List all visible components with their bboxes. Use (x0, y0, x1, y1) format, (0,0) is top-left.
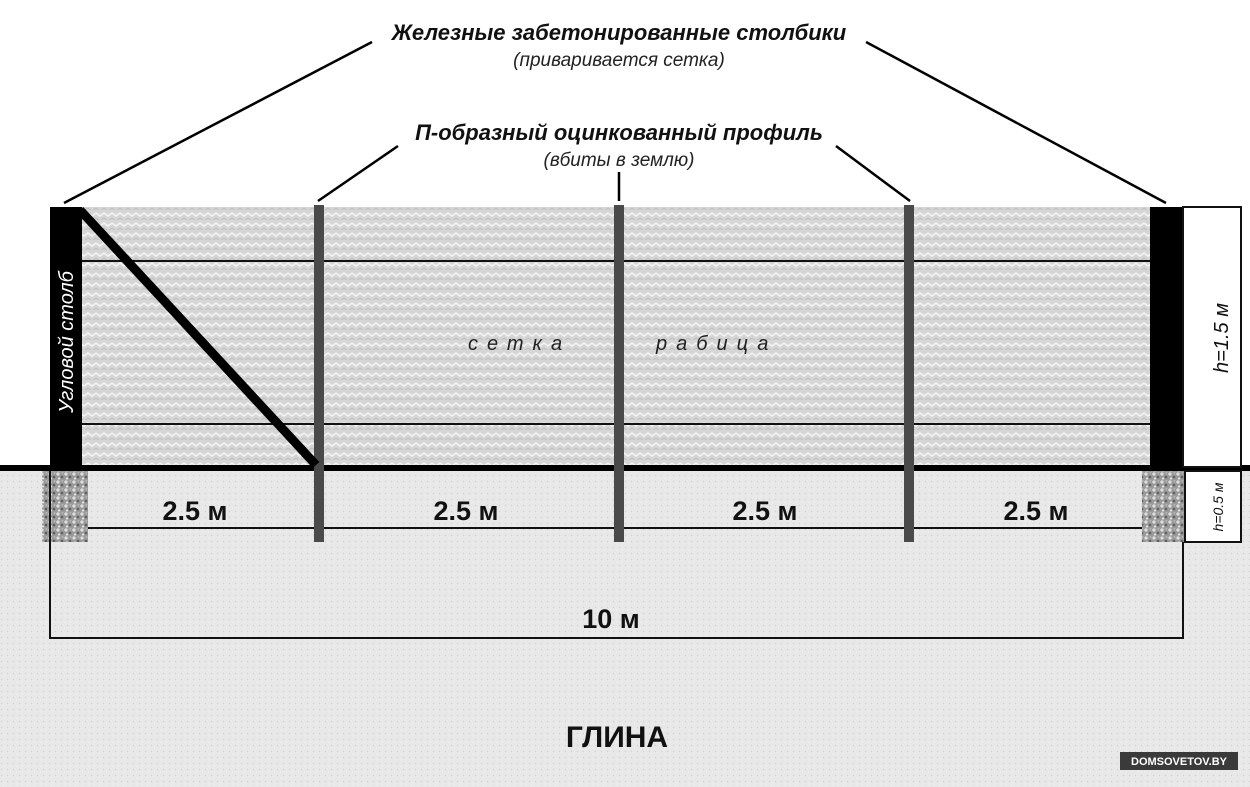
height-above-box (1182, 206, 1242, 468)
profile-note: (вбиты в землю) (544, 150, 695, 171)
mesh-label-word-1: сетка (468, 333, 571, 355)
watermark-badge (1120, 752, 1238, 770)
leader-iron-right (865, 40, 1167, 205)
span-label-3: 2.5 м (732, 496, 797, 526)
total-length-bracket (49, 471, 1184, 639)
soil-label: ГЛИНА (566, 721, 668, 754)
diagonal-brace (76, 206, 320, 469)
corner-post-label: Угловой столб (56, 270, 78, 414)
height-below-label: h=0.5 м (1210, 482, 1226, 531)
profile-post-3 (904, 205, 914, 542)
iron-posts-label: Железные забетонированные столбики (391, 20, 847, 45)
right-concrete-footing (1142, 471, 1185, 542)
profile-label: П-образный оцинкованный профиль (415, 120, 823, 145)
span-label-4: 2.5 м (1003, 496, 1068, 526)
left-corner-post (50, 207, 82, 468)
height-below-box (1184, 470, 1242, 543)
right-corner-post (1150, 207, 1182, 468)
left-concrete-footing (42, 471, 88, 542)
profile-post-1 (314, 205, 324, 542)
mesh-label-word-2: рабица (655, 333, 777, 355)
height-above-label: h=1.5 м (1211, 303, 1233, 373)
ground-line (0, 465, 1250, 471)
profile-post-2 (614, 205, 624, 542)
leader-profile-left (317, 144, 399, 203)
watermark-text: DOMSOVETOV.BY (1131, 756, 1228, 768)
span-label-2: 2.5 м (433, 496, 498, 526)
iron-posts-note: (приваривается сетка) (513, 50, 725, 71)
leader-profile-right (835, 144, 911, 203)
total-length-label: 10 м (582, 604, 640, 634)
leader-iron-left (63, 40, 373, 205)
soil-area (0, 468, 1250, 787)
span-label-1: 2.5 м (162, 496, 227, 526)
